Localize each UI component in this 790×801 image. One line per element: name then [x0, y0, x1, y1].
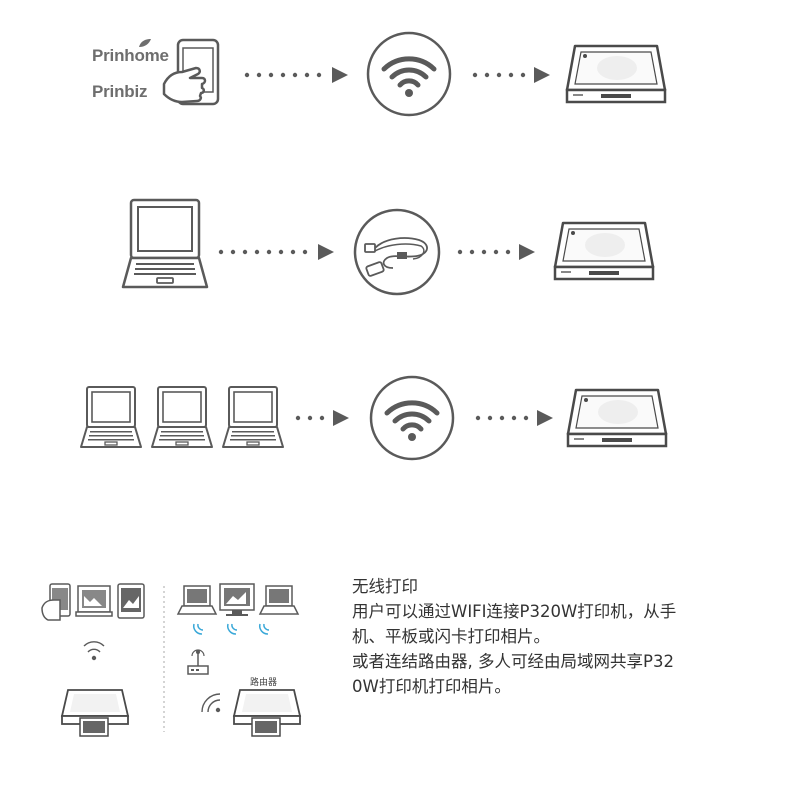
router-icon [188, 650, 208, 674]
router-label: 路由器 [250, 675, 277, 688]
dotted-arrow [218, 243, 336, 261]
printer-icon [565, 44, 669, 106]
monitor-icon [220, 584, 254, 616]
printer-icon [234, 690, 300, 736]
laptop-icon [221, 385, 285, 451]
wireless-scenario-illustration [38, 580, 338, 740]
dotted-arrow [472, 66, 552, 84]
prinhome-logo: Prinhome [92, 46, 169, 66]
description-line: 0W打印机打印相片。 [352, 674, 777, 699]
dotted-arrow [475, 409, 555, 427]
laptop-icon [121, 197, 209, 291]
printer-icon [62, 690, 128, 736]
laptop-icon [178, 586, 216, 614]
wifi-icon [366, 31, 452, 117]
wifi-signal-icon [194, 624, 269, 634]
wifi-waves-icon [202, 694, 220, 712]
description-line: 或者连结路由器, 多人可经由局域网共享P32 [352, 649, 777, 674]
phone-hand-icon [42, 584, 70, 620]
description-title: 无线打印 [352, 574, 777, 599]
description-line: 用户可以通过WIFI连接P320W打印机，从手 [352, 599, 777, 624]
description-line: 机、平板或闪卡打印相片。 [352, 624, 777, 649]
printer-icon [566, 388, 670, 450]
laptop-icon [260, 586, 298, 614]
wifi-icon [369, 375, 455, 461]
leaf-icon [138, 38, 152, 48]
printer-icon [553, 221, 657, 283]
description: 无线打印 用户可以通过WIFI连接P320W打印机，从手 机、平板或闪卡打印相片… [352, 574, 777, 699]
wifi-waves-icon [84, 642, 104, 660]
tablet-icon [118, 584, 144, 618]
dotted-arrow [457, 243, 537, 261]
phone-hand-icon [162, 38, 224, 108]
monitor-icon [76, 586, 112, 616]
prinbiz-logo: Prinbiz [92, 82, 147, 102]
dotted-arrow [244, 66, 350, 84]
laptop-icon [150, 385, 214, 451]
laptop-icon [79, 385, 143, 451]
usb-cable-icon [353, 208, 441, 296]
dotted-arrow [295, 409, 353, 427]
